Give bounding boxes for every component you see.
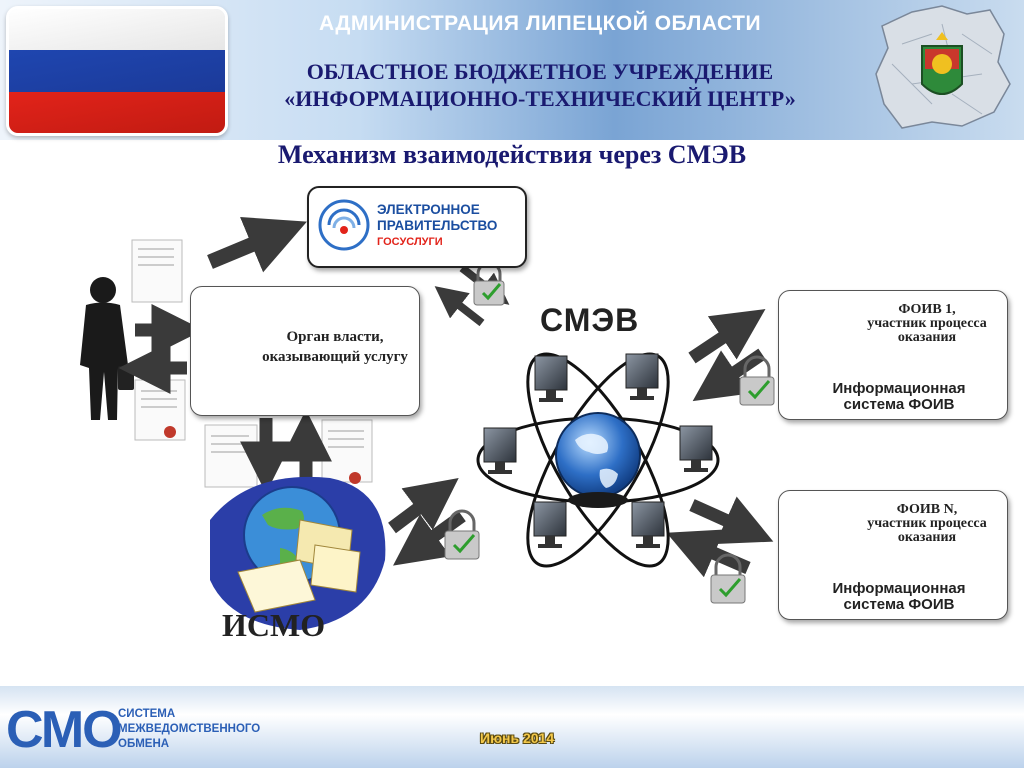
footer-date: Июнь 2014 [480, 730, 555, 746]
lock-check-icon [473, 261, 505, 306]
foivn-line1: ФОИВ N, [896, 502, 958, 517]
foiv1-line1: ФОИВ 1, [898, 302, 956, 317]
monitor-icon [534, 355, 568, 402]
authority-box: Орган власти, оказывающий услугу [190, 286, 420, 416]
lock-check-icon [739, 355, 775, 406]
authority-line1: Орган власти, [286, 329, 384, 345]
smo-desc-line2: МЕЖВЕДОМСТВЕННОГО [118, 723, 261, 735]
foivn-sys-line1: Информационная [832, 580, 966, 597]
arrow-to-egov [207, 217, 307, 273]
arrow-smev-to-foivn [689, 496, 774, 544]
header-subtitle: ОБЛАСТНОЕ БЮДЖЕТНОЕ УЧРЕЖДЕНИЕ «ИНФОРМАЦ… [230, 58, 850, 112]
lock-check-icon [444, 509, 480, 560]
foivn-line2: участник процесса [867, 516, 987, 531]
foiv1-sys-line1: Информационная [832, 380, 966, 397]
foivn-box: ФОИВ N, участник процесса оказания Инфор… [778, 490, 1008, 620]
egov-line1: ЭЛЕКТРОННОЕ [377, 202, 480, 217]
foiv1-line2: участник процесса [867, 316, 987, 331]
monitor-icon [483, 427, 517, 474]
monitor-icon [533, 501, 567, 548]
egov-line3: ГОСУСЛУГИ [377, 236, 443, 248]
smo-logo: СМО [6, 701, 123, 759]
lock-check-icon [710, 553, 746, 604]
russian-flag-image [6, 6, 228, 136]
arrow-smev-to-egov [434, 286, 485, 327]
arrow-smev-to-ismo [393, 510, 466, 566]
egov-box: ЭЛЕКТРОННОЕ ПРАВИТЕЛЬСТВО ГОСУСЛУГИ [307, 186, 527, 268]
gosuslugi-logo-icon [318, 199, 370, 251]
foivn-line3: оказания [897, 530, 957, 545]
monitor-icon [625, 353, 659, 400]
header-banner: АДМИНИСТРАЦИЯ ЛИПЕЦКОЙ ОБЛАСТИ ОБЛАСТНОЕ… [0, 0, 1024, 140]
arrow-ismo-to-smev [388, 477, 459, 534]
header-title: АДМИНИСТРАЦИЯ ЛИПЕЦКОЙ ОБЛАСТИ [318, 12, 762, 35]
header-subtitle-line2: «ИНФОРМАЦИОННО-ТЕХНИЧЕСКИЙ ЦЕНТР» [284, 86, 796, 111]
foivn-sys-line2: система ФОИВ [843, 596, 955, 613]
slide-title: Механизм взаимодействия через СМЭВ [277, 140, 747, 169]
region-map-emblem-icon [875, 5, 1011, 129]
foiv1-box: ФОИВ 1, участник процесса оказания Инфор… [778, 290, 1008, 420]
header-subtitle-line1: ОБЛАСТНОЕ БЮДЖЕТНОЕ УЧРЕЖДЕНИЕ [306, 59, 774, 84]
foiv1-line3: оказания [897, 330, 957, 345]
smo-desc-line3: ОБМЕНА [118, 738, 170, 750]
arrow-smev-to-foiv1 [688, 309, 766, 364]
citizen-person-icon [80, 277, 134, 420]
arrow-foiv1-to-smev [692, 348, 766, 402]
monitor-icon [631, 501, 665, 548]
monitor-icon [679, 425, 713, 472]
ismo-label: ИСМО [222, 607, 326, 643]
foiv1-sys-line2: система ФОИВ [843, 396, 955, 413]
smev-globe-icon [555, 412, 641, 508]
egov-line2: ПРАВИТЕЛЬСТВО [377, 218, 498, 233]
smev-label: СМЭВ [540, 302, 640, 338]
footer-banner [0, 686, 1024, 768]
authority-line2: оказывающий услугу [262, 349, 408, 365]
ismo-globe-icon [210, 476, 386, 630]
smo-description: СИСТЕМА МЕЖВЕДОМСТВЕННОГО ОБМЕНА [118, 707, 260, 752]
smo-desc-line1: СИСТЕМА [118, 708, 176, 720]
